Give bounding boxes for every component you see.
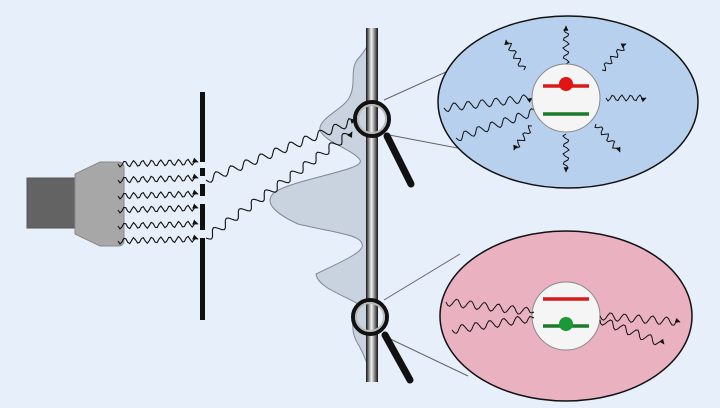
transmitted-photons bbox=[445, 298, 681, 346]
photon-wave bbox=[562, 25, 570, 65]
photon-wave bbox=[605, 94, 647, 103]
photon-wave bbox=[443, 94, 533, 113]
detection-screen bbox=[366, 28, 378, 382]
photon-wave bbox=[117, 157, 199, 168]
incoming-waves bbox=[117, 157, 199, 245]
photon-wave bbox=[594, 123, 621, 153]
light-source-icon bbox=[26, 161, 125, 247]
photon-wave bbox=[117, 189, 199, 200]
photon-wave bbox=[504, 39, 527, 71]
photon-wave bbox=[117, 173, 199, 184]
slit-barrier bbox=[200, 92, 205, 320]
emission-ellipse bbox=[437, 15, 699, 189]
photon-wave bbox=[599, 312, 681, 326]
atom-ground-icon bbox=[543, 297, 589, 331]
photon-wave bbox=[601, 43, 627, 72]
photon-wave bbox=[455, 108, 541, 142]
diffracted-waves bbox=[205, 117, 357, 240]
photon-wave bbox=[117, 219, 199, 230]
magnifier-icon bbox=[353, 100, 415, 188]
photon-wave bbox=[451, 315, 535, 334]
transmission-ellipse bbox=[439, 230, 693, 402]
zoom-lines bbox=[383, 61, 469, 377]
photon-wave bbox=[117, 234, 199, 245]
magnifier-icon bbox=[351, 298, 414, 384]
emitted-photons bbox=[443, 25, 647, 173]
photon-wave bbox=[599, 319, 665, 346]
photon-wave bbox=[562, 133, 570, 173]
atom-excited-icon bbox=[543, 77, 589, 116]
photon-wave bbox=[513, 125, 533, 151]
photon-wave bbox=[117, 203, 199, 214]
photon-wave bbox=[205, 117, 357, 183]
photon-wave bbox=[445, 298, 535, 315]
photon-wave bbox=[205, 131, 353, 240]
